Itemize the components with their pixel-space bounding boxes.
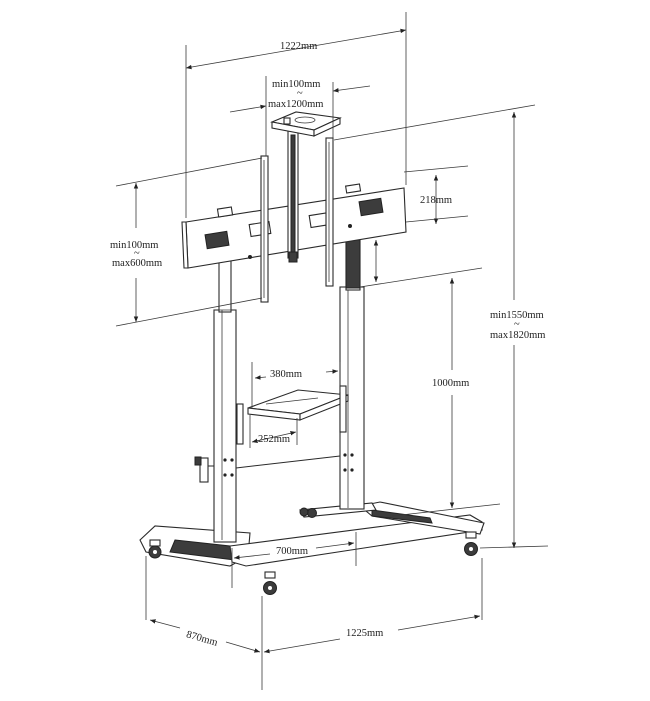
crank-handle [194,456,214,483]
dim-shelf-height [359,267,501,517]
dim-vesa-vertical [115,157,263,327]
dim-label-total-height-min: min1550mm [490,310,544,321]
dim-base-width [263,558,483,654]
dim-label-shelf-height: 1000mm [432,378,469,389]
dim-label-vesa-h-max: max1200mm [268,99,323,110]
caster-center-front [263,571,277,595]
dim-label-base-depth: 870mm [185,629,219,648]
dim-label-bracket-height: 218mm [420,195,452,206]
dim-label-vesa-v-max: max600mm [112,258,162,269]
dim-total-height [333,104,549,549]
dim-label-vesa-h-min: min100mm [272,79,320,90]
left-column [213,247,237,543]
dim-label-shelf-depth: 252mm [258,434,290,445]
dim-bracket-height [403,165,469,224]
caster-right-front [464,531,478,556]
dim-label-total-height-max: max1820mm [490,330,545,341]
dim-overall-width [185,12,407,218]
dim-vesa-horizontal [229,76,371,156]
caster-left-front [148,539,162,559]
dim-shelf-width [251,362,341,408]
dim-shelf-depth [249,415,298,448]
dim-label-overall-width: 1222mm [280,41,317,52]
dim-column-spacing [231,532,357,588]
dim-base-depth [145,556,263,690]
dim-label-column-spacing: 700mm [276,546,308,557]
dim-label-base-width: 1225mm [346,628,383,639]
cross-bar [235,455,341,469]
equipment-shelf [236,385,349,445]
dim-label-total-height-tilde: ~ [514,319,520,330]
caster-back [299,507,317,518]
caster-wheels [148,507,478,595]
dim-label-vesa-h-tilde: ~ [297,88,303,99]
camera-shelf [270,111,342,137]
dim-label-vesa-v-min: min100mm [110,240,158,251]
dim-label-vesa-v-tilde: ~ [134,248,140,259]
right-column [339,239,365,510]
dim-label-shelf-width: 380mm [270,369,302,380]
